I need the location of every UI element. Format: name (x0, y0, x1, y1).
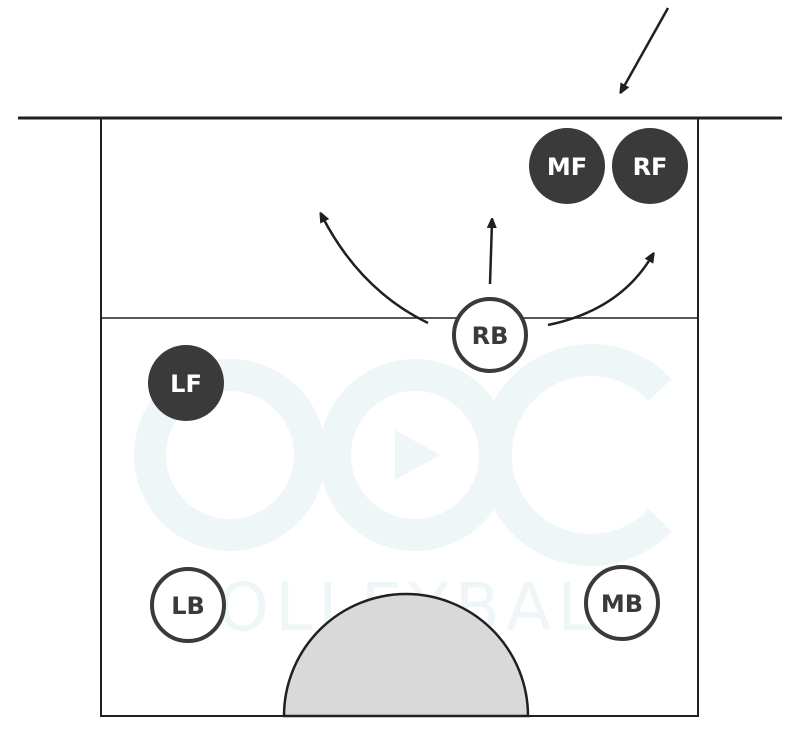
player-rb-label: RB (472, 322, 509, 350)
player-lf: LF (148, 345, 224, 421)
player-lb-label: LB (171, 592, 205, 620)
rb-move-arrow-left (322, 216, 429, 325)
player-mb-label: MB (601, 590, 643, 618)
player-rf-label: RF (633, 153, 668, 181)
rb-move-arrow-right (547, 256, 652, 327)
incoming-ball-arrow (622, 7, 670, 90)
player-rb: RB (452, 297, 528, 373)
rb-move-arrow-forward (490, 222, 492, 285)
player-mf: MF (529, 128, 605, 204)
player-mf-label: MF (547, 153, 587, 181)
player-mb: MB (584, 565, 660, 641)
player-lb: LB (150, 567, 226, 643)
player-lf-label: LF (170, 370, 202, 398)
player-rf: RF (612, 128, 688, 204)
basket-semicircle (282, 592, 530, 718)
